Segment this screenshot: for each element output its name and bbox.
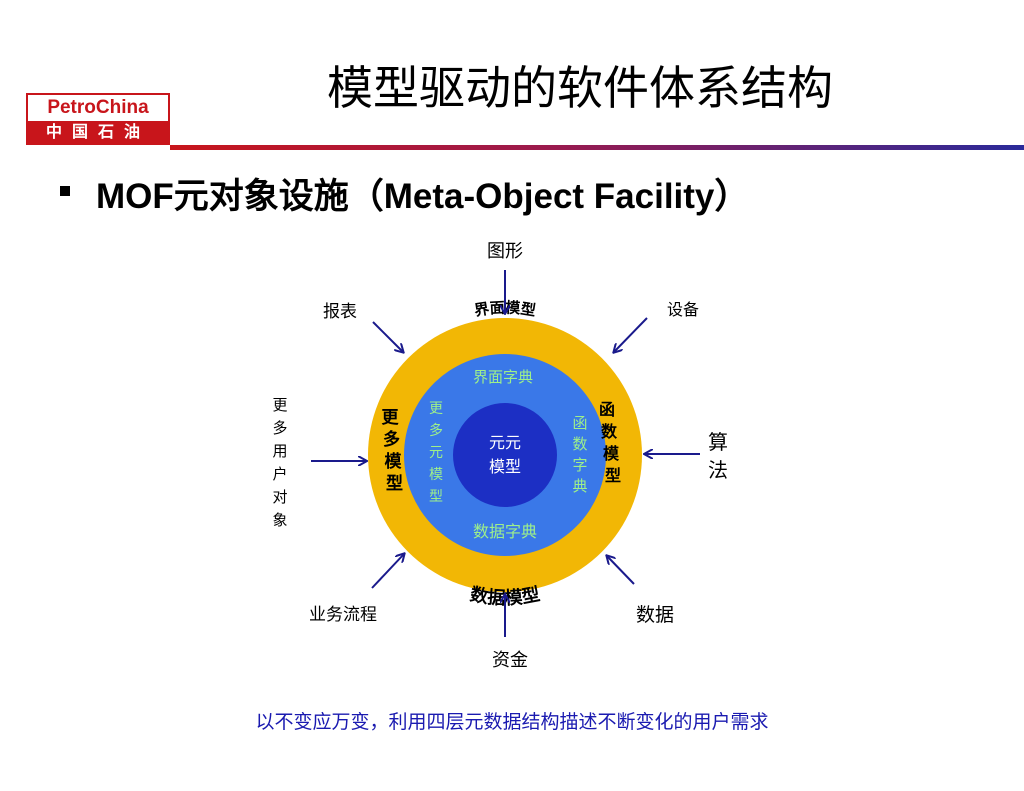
ext-label-top-right: 设备 [667,300,699,319]
ext-label-top: 图形 [487,241,523,262]
logo-chinese: 中国石油 [28,121,168,143]
ext-label-left: 更多用户对象 [272,396,287,529]
core-circle [453,403,557,507]
ext-label-bottom-left: 业务流程 [309,605,377,625]
bullet-square-icon [60,186,70,196]
core-label-line2: 模型 [489,457,521,476]
ext-label-right: 算法 [708,430,728,482]
bullet-text: MOF元对象设施（Meta-Object Facility） [96,177,750,216]
arrow-top-right [614,317,648,352]
outer-label-left: 更多模型 [382,408,404,494]
inner-label-top: 界面字典 [473,368,533,386]
inner-label-bottom: 数据字典 [473,522,537,541]
slide-title: 模型驱动的软件体系结构 [327,61,833,115]
inner-label-right: 函数字典 [572,414,587,495]
outer-label-right: 函数模型 [599,400,621,485]
arrow-bottom-right [607,556,635,585]
ext-label-bottom-right: 数据 [636,604,674,626]
title-rule [170,145,1024,150]
logo-wordmark: PetroChina [47,97,149,118]
core-label-line1: 元元 [489,433,521,452]
petrochina-logo: PetroChina 中国石油 [26,93,170,145]
ext-label-top-left: 报表 [323,302,357,322]
footer-caption: 以不变应万变，利用四层元数据结构描述不断变化的用户需求 [255,711,769,733]
arrow-bottom-left [371,554,404,589]
arrow-top-left [372,321,403,352]
inner-label-left: 更多元模型 [429,401,443,505]
ext-label-bottom: 资金 [492,650,528,671]
